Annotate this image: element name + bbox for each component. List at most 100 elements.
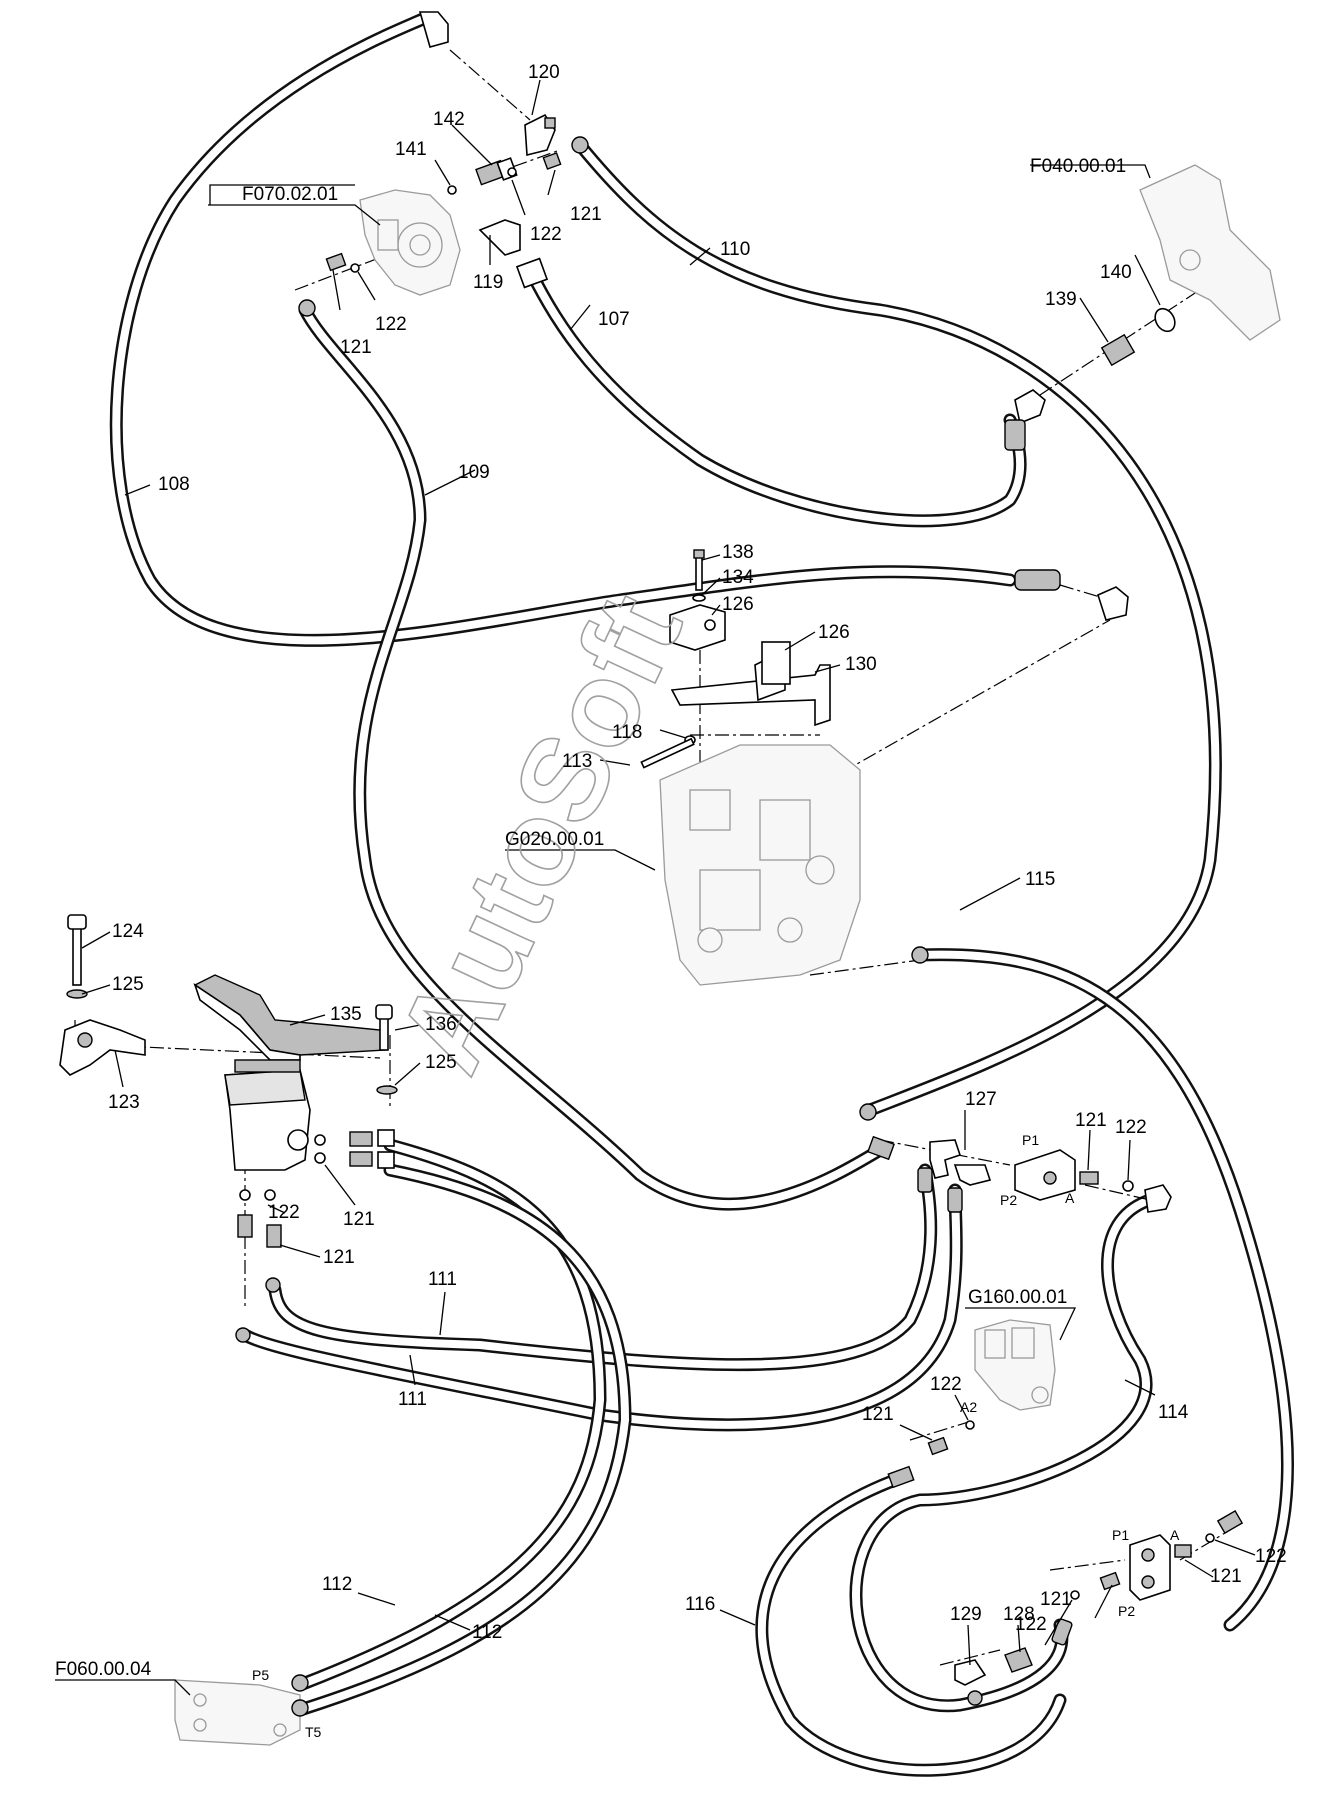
label-121-g160: 121 <box>862 1404 894 1425</box>
fitting-121-bottom-mid <box>1099 1571 1121 1591</box>
washer-125-left <box>66 989 88 999</box>
g160-valve <box>974 1319 1056 1411</box>
ref-f060: F060.00.04 <box>55 1659 152 1680</box>
hose-115 <box>913 948 1294 1632</box>
label-121-left: 121 <box>340 337 372 358</box>
fitting-121-left <box>325 252 347 272</box>
hose-112-b <box>293 1163 632 1717</box>
hose-end-111-upper-right <box>917 1167 933 1193</box>
port-p1-top: P1 <box>1022 1132 1039 1148</box>
part-number-labels: 120 142 141 121 122 119 122 121 110 107 … <box>108 62 1287 1643</box>
label-126-lower: 126 <box>818 622 850 643</box>
port-a2: A2 <box>960 1399 977 1415</box>
hose-end-115-left <box>911 946 929 964</box>
hose-end-107-right <box>1004 389 1046 451</box>
screw-136 <box>375 1004 393 1051</box>
label-113: 113 <box>562 751 592 772</box>
label-138: 138 <box>722 542 754 563</box>
g020-valve-block <box>659 744 861 986</box>
port-p2-top: P2 <box>1000 1192 1017 1208</box>
label-112-b: 112 <box>472 1622 502 1643</box>
fitting-141-seal <box>447 185 457 195</box>
label-140: 140 <box>1100 262 1132 283</box>
bracket-123 <box>59 1019 146 1076</box>
fitting-121-bottom-right <box>1174 1544 1192 1558</box>
hose-end-110-bottom <box>859 1103 877 1121</box>
label-119: 119 <box>473 272 503 293</box>
fitting-121-block-top <box>1079 1171 1099 1185</box>
bolt-113 <box>640 737 695 769</box>
label-142: 142 <box>433 109 465 130</box>
hose-110 <box>573 138 1222 1117</box>
f060-block <box>174 1679 301 1746</box>
fitting-139-adapter <box>1100 333 1136 367</box>
block-p1-p2-bottom <box>1129 1534 1171 1601</box>
hose-end-109-bottom <box>867 1135 895 1161</box>
label-121-top: 121 <box>570 204 602 225</box>
washer-125-right <box>376 1085 398 1095</box>
label-118: 118 <box>612 722 642 743</box>
label-141: 141 <box>395 139 427 160</box>
port-t5: T5 <box>305 1724 322 1740</box>
fitting-128 <box>1004 1647 1033 1673</box>
label-128: 128 <box>1003 1604 1035 1625</box>
ref-f040: F040.00.01 <box>1030 156 1126 177</box>
screw-138 <box>693 549 705 591</box>
hose-end-107 <box>515 257 549 289</box>
fitting-122-block-top <box>1122 1180 1134 1192</box>
fitting-elbow-right <box>1097 586 1129 621</box>
label-115: 115 <box>1025 869 1055 890</box>
washer-134 <box>692 594 706 602</box>
fitting-122-left <box>350 263 360 273</box>
label-125-left: 125 <box>112 974 144 995</box>
fitting-122-bottom-right <box>1205 1533 1215 1543</box>
label-111-lower: 111 <box>398 1389 427 1410</box>
leader-lines <box>55 79 1256 1696</box>
hose-end-115-bottom <box>1216 1509 1244 1535</box>
label-121-pedal: 121 <box>343 1209 375 1230</box>
label-127: 127 <box>965 1089 997 1110</box>
hose-end-116-bottom <box>967 1690 983 1706</box>
pedal-valve-body <box>224 1059 311 1171</box>
hose-end-108 <box>418 11 449 48</box>
fitting-120-elbow <box>524 113 556 157</box>
bracket-130 <box>670 648 831 727</box>
label-122-pedal: 122 <box>268 1202 300 1223</box>
fitting-122-g160 <box>965 1420 975 1430</box>
label-122-left: 122 <box>375 314 407 335</box>
label-129: 129 <box>950 1604 982 1625</box>
label-126-upper: 126 <box>722 594 754 615</box>
label-122-block-top: 122 <box>1115 1117 1147 1138</box>
f040-housing <box>1139 164 1281 341</box>
label-114: 114 <box>1158 1402 1189 1423</box>
label-122-bottom-mid: 122 <box>1015 1614 1047 1635</box>
ref-g160: G160.00.01 <box>968 1287 1067 1308</box>
fitting-129 <box>954 1659 987 1686</box>
hose-end-109 <box>298 299 316 317</box>
label-122-bottom-right: 122 <box>1255 1546 1287 1567</box>
hose-end-114-top <box>1144 1184 1172 1213</box>
port-a-bottom: A <box>1170 1527 1180 1543</box>
hose-111-upper <box>268 1163 938 1372</box>
port-p1-bottom: P1 <box>1112 1527 1129 1543</box>
hose-end-112-a <box>291 1674 309 1692</box>
port-labels: P1 P2 A A2 P1 A P2 P5 T5 <box>252 1132 1180 1740</box>
label-122-top: 122 <box>530 224 562 245</box>
hose-107 <box>523 263 1027 528</box>
hoses <box>109 11 1294 1777</box>
label-121-bottom-right: 121 <box>1210 1566 1242 1587</box>
hose-end-108-right <box>1014 569 1061 591</box>
port-a-top: A <box>1065 1190 1075 1206</box>
ref-f070: F070.02.01 <box>242 184 338 205</box>
label-116: 116 <box>685 1594 715 1615</box>
label-111-upper: 111 <box>428 1269 457 1290</box>
hose-112-a <box>293 1138 607 1692</box>
hose-end-110 <box>571 136 589 154</box>
label-139: 139 <box>1045 289 1077 310</box>
block-126-upper <box>669 604 726 651</box>
fitting-140-oring <box>1154 307 1176 333</box>
label-120: 120 <box>528 62 560 83</box>
label-110: 110 <box>720 239 750 260</box>
label-136: 136 <box>425 1014 457 1035</box>
